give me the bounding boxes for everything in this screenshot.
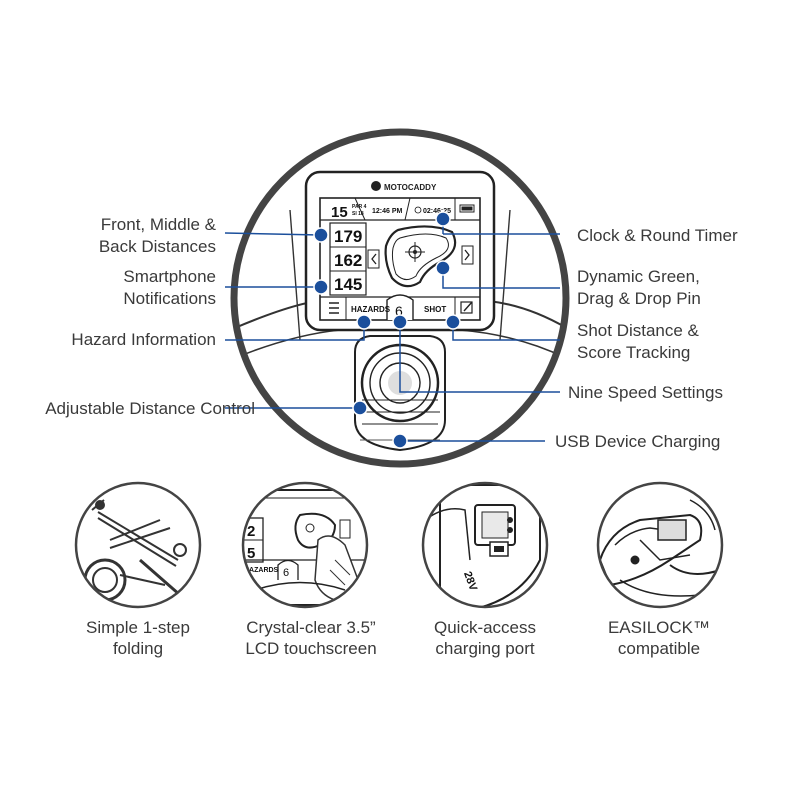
device-illustration: [234, 132, 566, 464]
callout-notifications: Smartphone Notifications: [123, 267, 216, 308]
callout-dots: [313, 211, 461, 449]
easilock-icon: [598, 499, 721, 597]
screen-hazards-label: HAZARDS: [244, 567, 279, 574]
callout-distances: Front, Middle & Back Distances: [98, 215, 216, 256]
screen-distance-bottom: 5: [247, 545, 255, 562]
hole-si: SI 18: [352, 211, 364, 217]
feature-touchscreen-caption: Crystal-clear 3.5” LCD touchscreen: [245, 618, 377, 658]
round-timer: 02:46:25: [423, 208, 451, 215]
screen-distance-top: 2: [247, 523, 255, 540]
feature-charging-caption: Quick-access charging port: [433, 618, 537, 658]
callout-dot-adjustable: [352, 400, 368, 416]
callout-dot-shot: [445, 314, 461, 330]
device-brand: MOTOCADDY: [384, 183, 437, 192]
back-distance: 145: [334, 275, 362, 294]
callout-hazard: Hazard Information: [71, 330, 216, 349]
callout-dot-hazard: [356, 314, 372, 330]
callout-shot: Shot Distance & Score Tracking: [577, 321, 699, 362]
hole-number: 15: [331, 204, 348, 221]
callout-clock: Clock & Round Timer: [577, 226, 738, 245]
callout-dot-green: [435, 260, 451, 276]
callout-dot-usb: [392, 433, 408, 449]
callout-lines: [224, 222, 560, 442]
callout-speed: Nine Speed Settings: [568, 383, 723, 402]
menu-icon: [329, 302, 339, 314]
speed-value: 6: [395, 303, 403, 319]
timer-clock-icon: [414, 206, 422, 214]
hazards-button-label[interactable]: HAZARDS: [351, 305, 391, 314]
screen-speed-value: 6: [283, 567, 289, 579]
battery-icon: [459, 204, 475, 213]
callout-usb: USB Device Charging: [555, 432, 721, 451]
clock-readout: 12:46 PM: [372, 208, 403, 215]
callout-green: Dynamic Green, Drag & Drop Pin: [577, 267, 701, 308]
device-frame-circle: [230, 128, 570, 468]
callout-dot-notifications: [313, 279, 329, 295]
feature-folding-caption: Simple 1-step folding: [86, 618, 190, 658]
charging-port-icon: [424, 484, 541, 607]
hole-par: PAR 4: [352, 204, 367, 210]
callout-dot-speed: [392, 314, 408, 330]
callout-adjustable: Adjustable Distance Control: [45, 399, 255, 418]
shot-button-label[interactable]: SHOT: [424, 305, 446, 314]
feature-easilock-caption: EASILOCK™ compatible: [607, 618, 711, 658]
edit-icon: [460, 301, 473, 314]
callout-dot-distances: [313, 227, 329, 243]
front-distance: 179: [334, 227, 362, 246]
brand-logo-icon: [371, 181, 381, 191]
callout-dot-clock: [435, 211, 451, 227]
middle-distance: 162: [334, 251, 362, 270]
